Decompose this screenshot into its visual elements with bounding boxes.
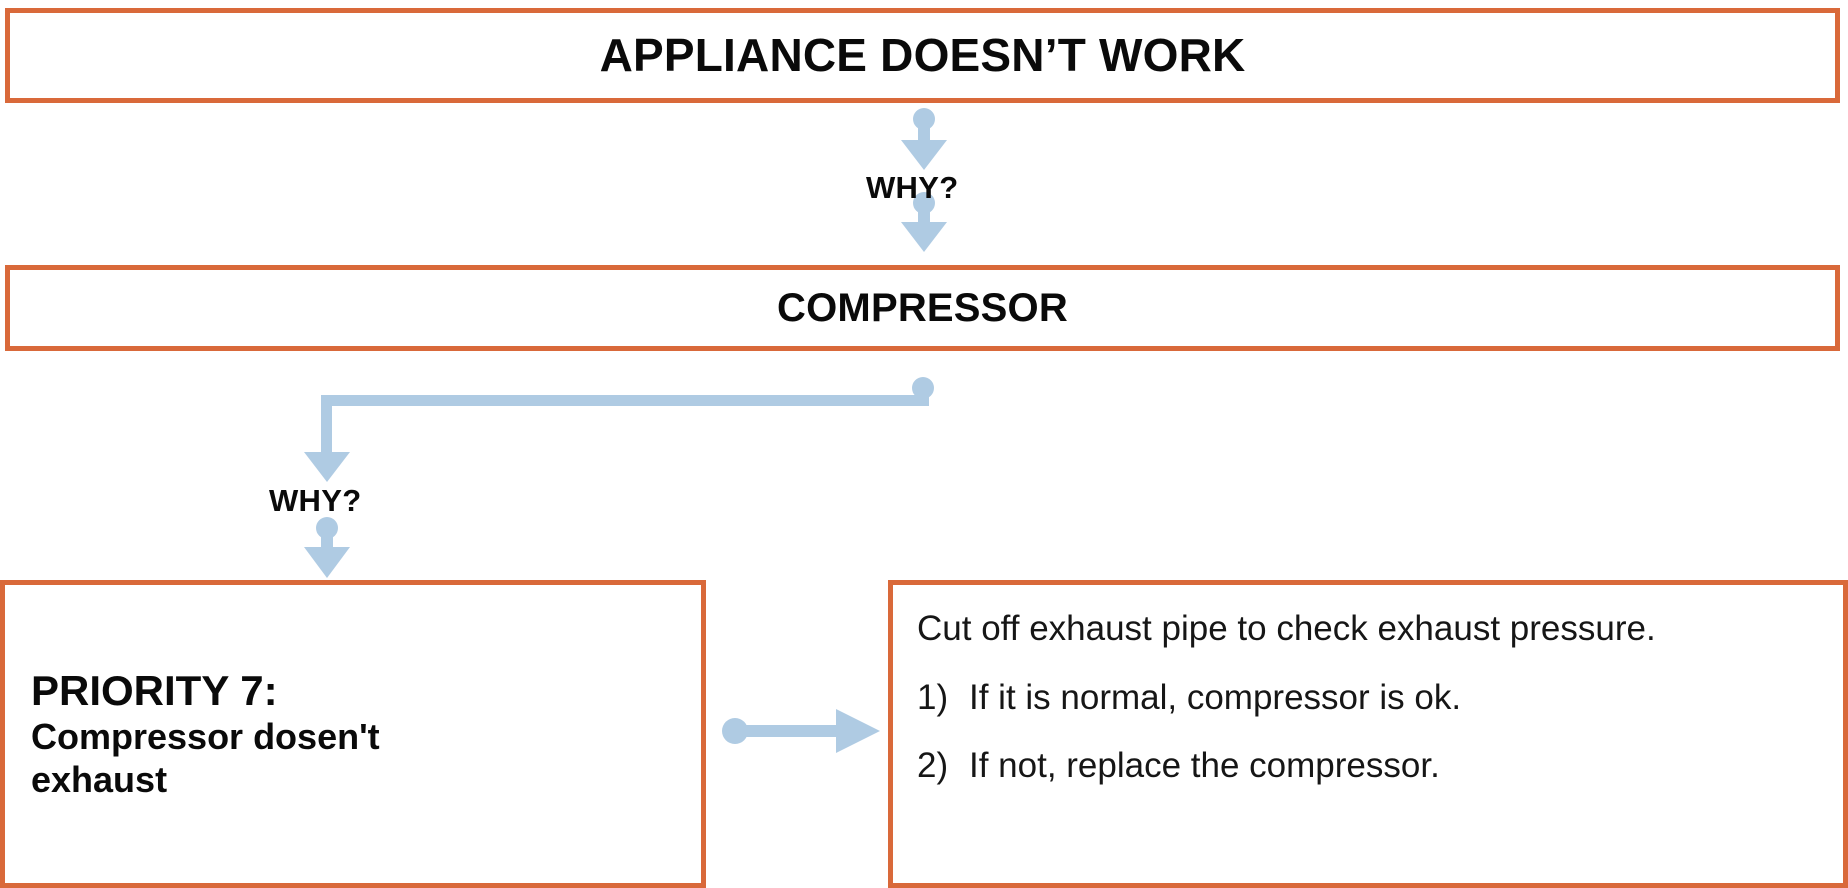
- connector-priority-to-action: [722, 709, 880, 753]
- priority-title: PRIORITY 7:: [31, 667, 278, 715]
- action-steps-list: 1) If it is normal, compressor is ok. 2)…: [917, 677, 1819, 787]
- connector-why2-to-priority: [304, 517, 350, 578]
- list-item-marker: 2): [917, 746, 949, 786]
- priority-subtitle: Compressor dosen't exhaust: [31, 716, 380, 800]
- node-action-instructions[interactable]: Cut off exhaust pipe to check exhaust pr…: [888, 580, 1848, 888]
- list-item-text: If it is normal, compressor is ok.: [969, 678, 1462, 718]
- node-compressor-label: COMPRESSOR: [777, 286, 1068, 330]
- connector-compressor-to-why2: [304, 377, 934, 482]
- node-appliance-doesnt-work[interactable]: APPLIANCE DOESN’T WORK: [5, 8, 1840, 103]
- connector-appliance-to-why1: [901, 108, 947, 170]
- why-label-1: WHY?: [866, 170, 959, 205]
- node-compressor[interactable]: COMPRESSOR: [5, 265, 1840, 351]
- list-item-marker: 1): [917, 678, 949, 718]
- list-item: 2) If not, replace the compressor.: [917, 745, 1819, 787]
- list-item-text: If not, replace the compressor.: [969, 746, 1440, 786]
- list-item: 1) If it is normal, compressor is ok.: [917, 677, 1819, 719]
- node-priority-7[interactable]: PRIORITY 7: Compressor dosen't exhaust: [0, 580, 706, 888]
- action-lead-text: Cut off exhaust pipe to check exhaust pr…: [917, 609, 1656, 648]
- why-label-2: WHY?: [269, 483, 362, 518]
- node-appliance-label: APPLIANCE DOESN’T WORK: [599, 29, 1246, 82]
